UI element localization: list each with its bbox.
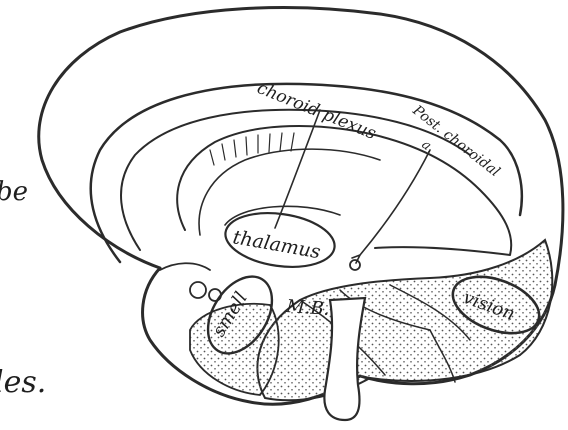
edge-fragment-les: les. (0, 365, 46, 400)
mb-label: M.B. (285, 296, 330, 320)
edge-fragment-be: be (0, 177, 28, 207)
thalamus-label: thalamus (231, 226, 322, 263)
post-choroidal-a-label: a. (419, 137, 438, 156)
